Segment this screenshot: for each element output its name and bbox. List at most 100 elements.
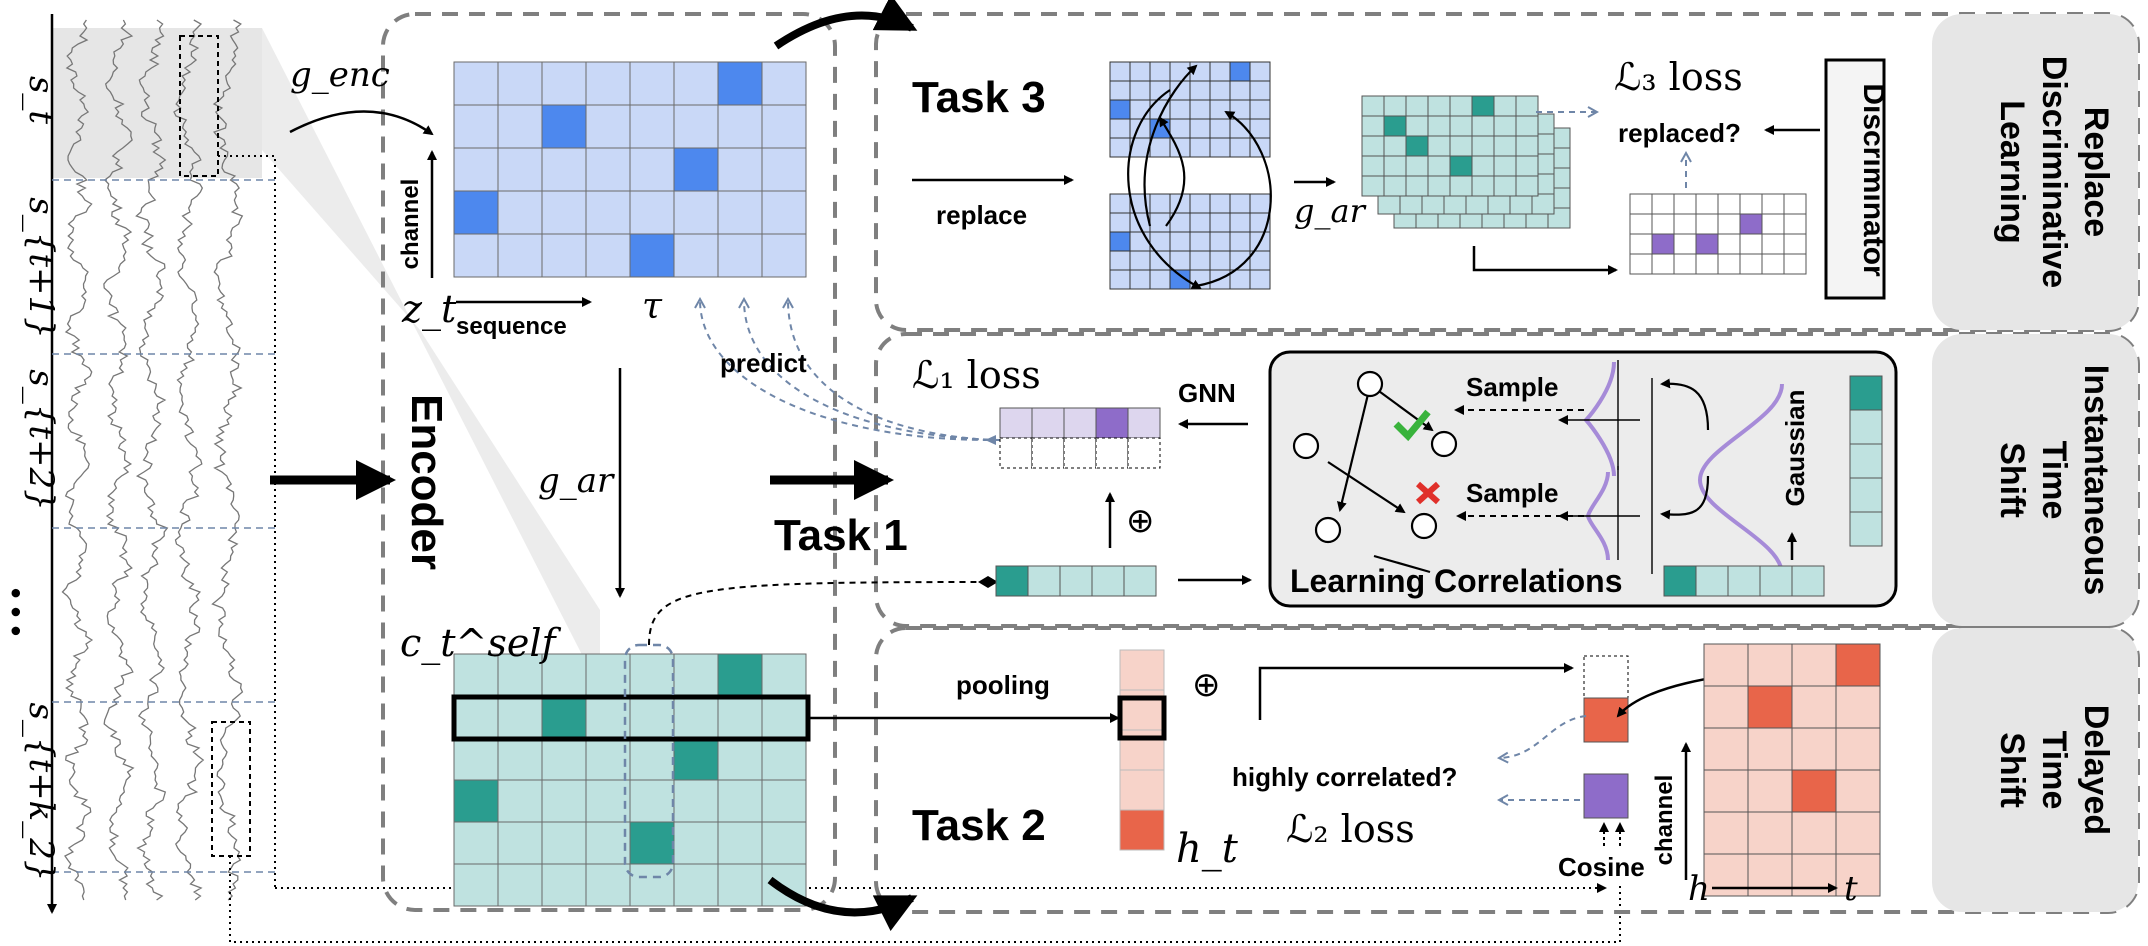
t3a-cell: [1189, 99, 1211, 120]
z-cell: [673, 61, 719, 106]
t3c2-cell: [1443, 193, 1467, 215]
t3c1-cell: [1361, 175, 1385, 197]
t3c1-cell: [1361, 135, 1385, 157]
t3a-cell: [1209, 61, 1231, 82]
l1-empty-cell: [999, 437, 1033, 469]
highly-correlated-label: highly correlated?: [1232, 762, 1457, 792]
t3d-cell: [1717, 253, 1741, 275]
feat-bar-cell: [1059, 565, 1093, 597]
z-cell: [673, 233, 719, 278]
z-cell: [717, 190, 763, 235]
t3d-cell: [1695, 213, 1719, 235]
c-cell: [673, 653, 719, 697]
discriminator-box[interactable]: [1824, 58, 1886, 300]
feat-bar-cell: [995, 565, 1029, 597]
dotted-link-top: [218, 155, 276, 888]
c-cell: [673, 695, 719, 739]
t3c1-cell: [1405, 155, 1429, 177]
pooled-cell: [1117, 695, 1167, 741]
t3a-cell: [1189, 61, 1211, 82]
l1-bar-cell: [1063, 407, 1097, 439]
t3c1-cell: [1471, 175, 1495, 197]
t2g-cell: [1747, 685, 1793, 729]
t3c2-cell: [1531, 193, 1555, 215]
c-cell: [453, 779, 499, 823]
t3a-cell: [1229, 80, 1251, 101]
task1-bars: [995, 407, 1161, 597]
t3c1-cell: [1361, 115, 1385, 137]
t3c2-cell: [1509, 193, 1533, 215]
c-cell: [629, 779, 675, 823]
t3a-cell: [1229, 137, 1251, 158]
vert-bar-cell: [1849, 511, 1883, 547]
c-cell: [717, 737, 763, 781]
c-cell: [541, 737, 587, 781]
corr-bar-cell: [1663, 565, 1697, 597]
l1-empty-cell: [1063, 437, 1097, 469]
c-cell: [585, 737, 631, 781]
z-cell: [629, 147, 675, 192]
t3d-cell: [1739, 213, 1763, 235]
t3c1-cell: [1427, 175, 1451, 197]
t3b-cell: [1149, 269, 1171, 290]
t3a-cell: [1249, 61, 1271, 82]
t3b-cell: [1129, 250, 1151, 271]
side-panel-instant: [1932, 334, 2138, 626]
t2g-cell: [1791, 811, 1837, 855]
task3-title: Task 3: [912, 73, 1046, 122]
l1-empty-cell: [1095, 437, 1129, 469]
t2g-cell: [1703, 685, 1749, 729]
t3c1-cell: [1405, 175, 1429, 197]
t2g-cell: [1835, 685, 1881, 729]
t2g-cell: [1835, 853, 1881, 897]
t3b-cell: [1109, 193, 1131, 214]
t3d-cell: [1783, 253, 1807, 275]
t3b-cell: [1169, 231, 1191, 252]
t3c1-cell: [1493, 155, 1517, 177]
side-label-instant-2: Time: [2035, 441, 2073, 520]
side-label-delayed-1: Delayed: [2077, 705, 2115, 835]
z-t-label: z_t: [401, 287, 457, 332]
z-cell: [673, 147, 719, 192]
c-cell: [541, 821, 587, 865]
t3b-cell: [1149, 193, 1171, 214]
t2g-cell: [1703, 769, 1749, 813]
l1-loss: ℒ₁ loss: [912, 353, 1041, 397]
arrow-g3-to-g1: [1660, 378, 1710, 431]
task2-title: Task 2: [912, 801, 1046, 850]
cosine-purple-cell: [1583, 773, 1629, 819]
t3a-cell: [1169, 61, 1191, 82]
z-cell: [629, 104, 675, 149]
t3d-cell: [1783, 233, 1807, 255]
t3a-cell: [1169, 118, 1191, 139]
t3c1-cell: [1405, 115, 1429, 137]
t3a-cell: [1109, 118, 1131, 139]
l1-empty-cell: [1127, 437, 1161, 469]
z-cell: [717, 233, 763, 278]
c-cell: [541, 779, 587, 823]
c-cell: [717, 779, 763, 823]
swap-arrow-2: [1158, 116, 1186, 227]
t3d-cell: [1673, 233, 1697, 255]
c-cell: [541, 695, 587, 739]
t3d-cell: [1673, 213, 1697, 235]
check-icon: [1393, 409, 1431, 442]
c-cell: [717, 863, 763, 907]
t3c1-cell: [1405, 135, 1429, 157]
arrow-to-task2: [767, 876, 918, 932]
t2g-cell: [1835, 811, 1881, 855]
swap-arrow-3: [1127, 89, 1202, 289]
z-cell: [541, 147, 587, 192]
t3a-cell: [1109, 137, 1131, 158]
discriminator-label: Discriminator: [1857, 83, 1890, 277]
t3c1-cell: [1449, 135, 1473, 157]
t2g-cell: [1835, 769, 1881, 813]
t3d-cell: [1739, 193, 1763, 215]
c-cell: [629, 863, 675, 907]
t3b-cell: [1229, 212, 1251, 233]
t3d-cell: [1717, 213, 1741, 235]
vert-bar-cell: [1849, 375, 1883, 411]
side-label-replace-2: Discriminative: [2035, 56, 2073, 288]
eeg-wave-5: [211, 19, 244, 901]
t2g-cell: [1791, 727, 1837, 771]
